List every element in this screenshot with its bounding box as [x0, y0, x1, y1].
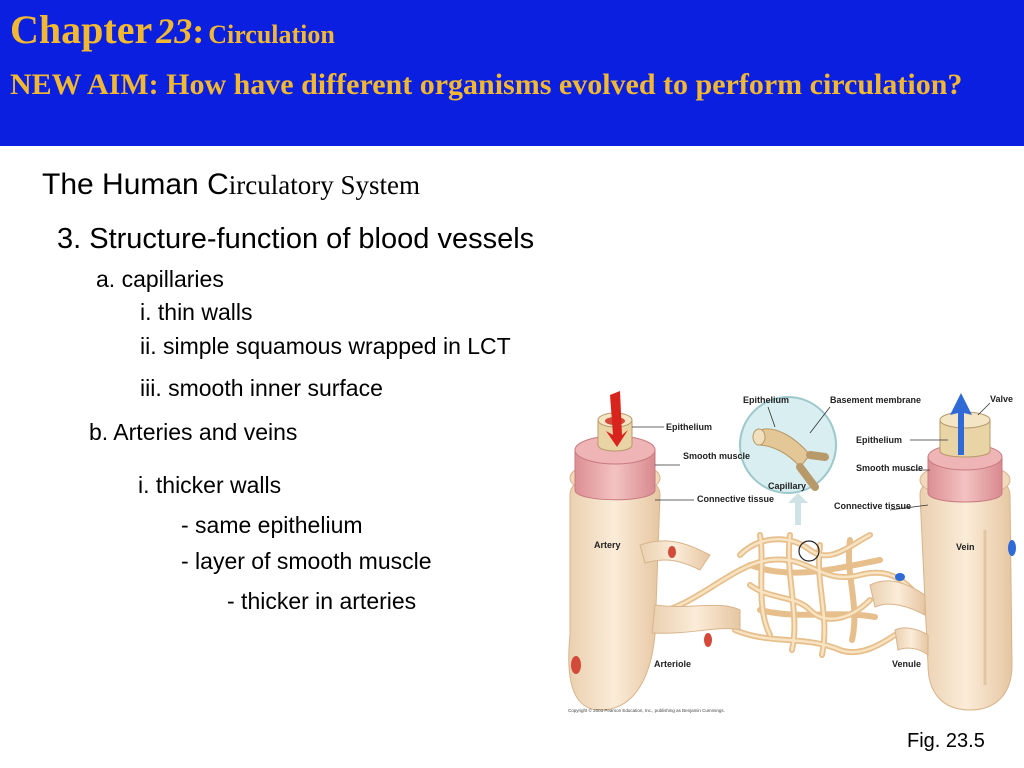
outline-arteries-veins: b. Arteries and veins	[89, 419, 298, 445]
outline-thin-walls: i. thin walls	[140, 299, 253, 325]
label-smooth-muscle-left: Smooth muscle	[683, 451, 750, 461]
outline-capillaries: a. capillaries	[96, 266, 224, 292]
label-connective-right: Connective tissue	[834, 501, 911, 511]
label-epithelium-left: Epithelium	[666, 422, 712, 432]
outline-smooth-inner: iii. smooth inner surface	[140, 375, 383, 401]
blood-vessel-diagram: Epithelium Smooth muscle Connective tiss…	[568, 391, 1016, 713]
vein-flow-arrow	[950, 393, 972, 455]
outline-smooth-muscle-layer: - layer of smooth muscle	[181, 548, 432, 574]
section-title-serif: irculatory System	[228, 170, 420, 200]
outline-thicker-walls: i. thicker walls	[138, 472, 282, 498]
label-arteriole: Arteriole	[654, 659, 691, 669]
blood-vessel-figure: Epithelium Smooth muscle Connective tiss…	[560, 385, 1022, 715]
label-epithelium-right: Epithelium	[856, 435, 902, 445]
leader-lines	[632, 402, 991, 511]
label-venule: Venule	[892, 659, 921, 669]
artery-vessel	[568, 391, 741, 711]
label-artery: Artery	[594, 540, 621, 550]
capillary-inset	[739, 396, 837, 562]
outline-simple-squamous: ii. simple squamous wrapped in LCT	[140, 333, 511, 359]
label-epithelium-capillary: Epithelium	[743, 395, 789, 405]
label-basement-membrane: Basement membrane	[830, 395, 921, 405]
label-vein: Vein	[956, 542, 975, 552]
chapter-number: 23	[156, 11, 193, 51]
chapter-heading: Chapter 23: Circulation	[10, 6, 335, 53]
section-title: The Human Circulatory System	[42, 168, 420, 202]
chapter-word: Chapter	[10, 7, 153, 52]
outline-thicker-in-arteries: - thicker in arteries	[227, 588, 417, 614]
label-connective-left: Connective tissue	[697, 494, 774, 504]
title-banner: Chapter 23: Circulation NEW AIM: How hav…	[0, 0, 1024, 146]
vein-vessel	[869, 393, 1016, 711]
label-smooth-muscle-right: Smooth muscle	[856, 463, 923, 473]
capillary-bed-inner	[648, 533, 932, 657]
aim-statement: NEW AIM: How have different organisms ev…	[10, 68, 963, 101]
label-capillary: Capillary	[768, 481, 806, 491]
label-valve: Valve	[990, 394, 1013, 404]
chapter-colon: :	[192, 11, 205, 51]
section-title-sans: The Human C	[42, 168, 229, 201]
label-smooth-muscle-left-text: Smooth muscle	[683, 451, 750, 461]
figure-copyright: Copyright © 2003 Pearson Education, Inc.…	[568, 707, 725, 713]
artery-flow-arrow	[606, 391, 628, 447]
outline-point-3: 3. Structure-function of blood vessels	[57, 223, 535, 255]
figure-caption: Fig. 23.5	[907, 730, 985, 752]
chapter-topic: Circulation	[208, 20, 335, 49]
outline-same-epithelium: - same epithelium	[181, 512, 363, 538]
